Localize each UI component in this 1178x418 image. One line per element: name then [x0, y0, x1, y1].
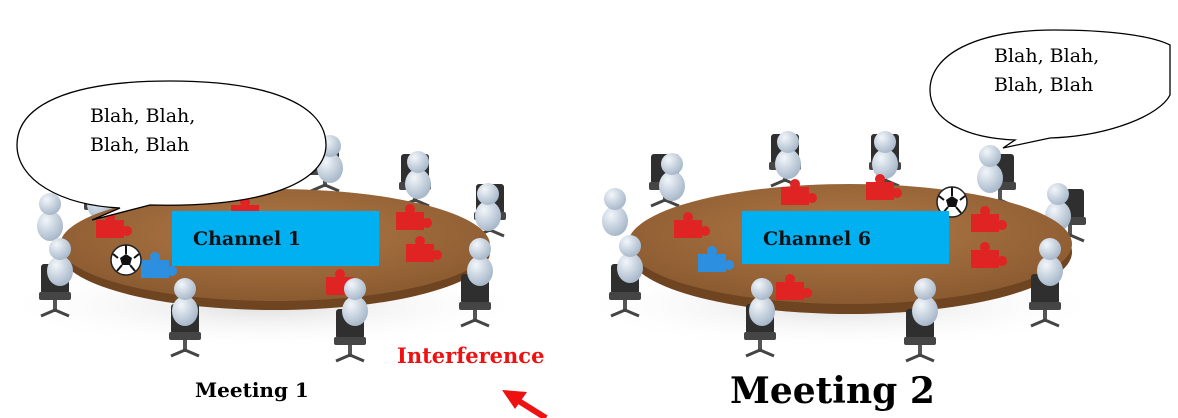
speech-bubble — [16, 80, 327, 221]
channel-box — [172, 211, 379, 266]
meeting-2-scene — [570, 29, 1171, 363]
meeting-1-label: Meeting 1 — [195, 378, 309, 402]
interference-label: Interference — [397, 343, 545, 368]
meeting-1-scene — [0, 80, 535, 363]
channel-1-label: Channel 1 — [193, 228, 302, 250]
speech-line: Blah, Blah — [994, 74, 1094, 96]
speech-line: Blah, Blah — [90, 134, 190, 156]
speech-bubble — [929, 29, 1171, 149]
speech-bubble-text-1: Blah, Blah, Blah, Blah — [90, 102, 195, 160]
channel-box — [742, 211, 949, 264]
speech-line: Blah, Blah, — [994, 45, 1100, 67]
speech-line: Blah, Blah, — [90, 105, 196, 127]
meeting-2-label: Meeting 2 — [730, 370, 935, 412]
soccer-ball-icon — [110, 244, 142, 276]
red-arrow-icon — [502, 390, 548, 418]
channel-6-label: Channel 6 — [763, 228, 872, 250]
speech-bubble-text-2: Blah, Blah, Blah, Blah — [994, 42, 1099, 100]
